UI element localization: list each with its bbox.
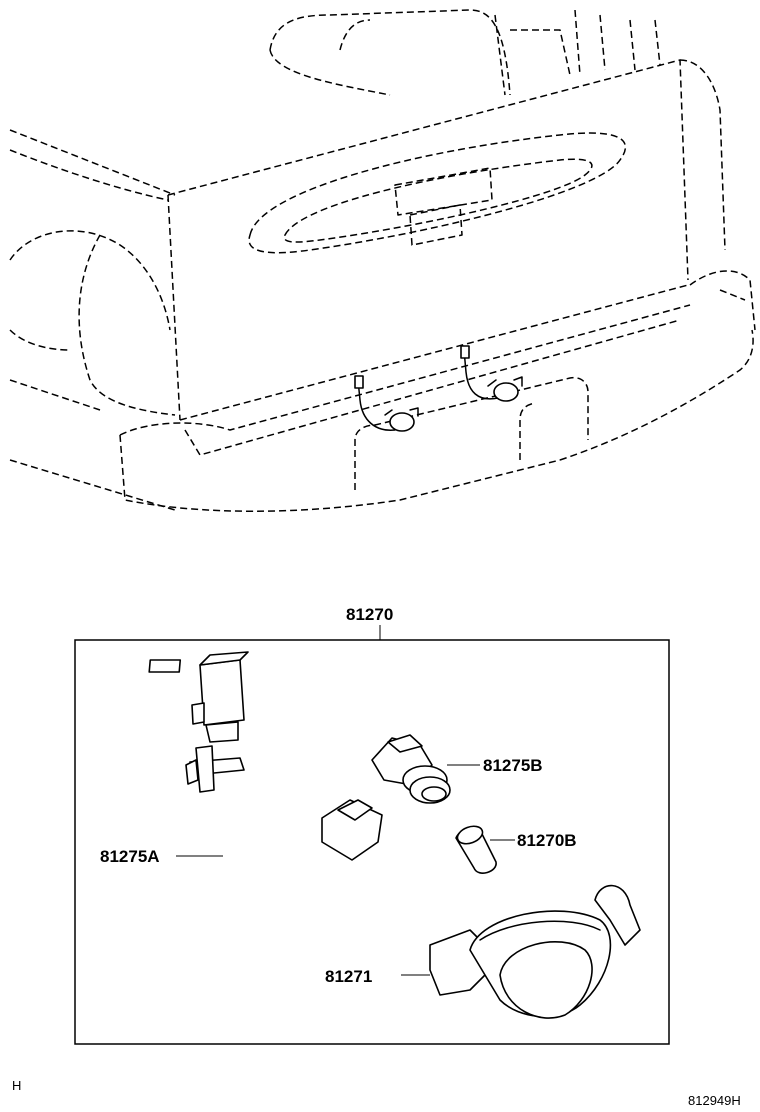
figure-code: 812949H xyxy=(688,1093,741,1108)
license-lamp-lens-81271 xyxy=(429,884,641,1019)
truck-rear-illustration xyxy=(9,9,756,512)
callout-81275a: 81275A xyxy=(100,847,160,866)
callout-81270: 81270 xyxy=(346,605,393,624)
callout-81271: 81271 xyxy=(325,967,372,986)
parts-kit-frame xyxy=(74,625,670,1045)
footer-mark: H xyxy=(12,1078,21,1093)
wire-harness-81275a xyxy=(148,651,383,922)
bulb-socket-81275b xyxy=(371,734,451,804)
callout-81270b: 81270B xyxy=(517,831,577,850)
bulb-81270b xyxy=(455,825,497,874)
callout-81275b: 81275B xyxy=(483,756,543,775)
